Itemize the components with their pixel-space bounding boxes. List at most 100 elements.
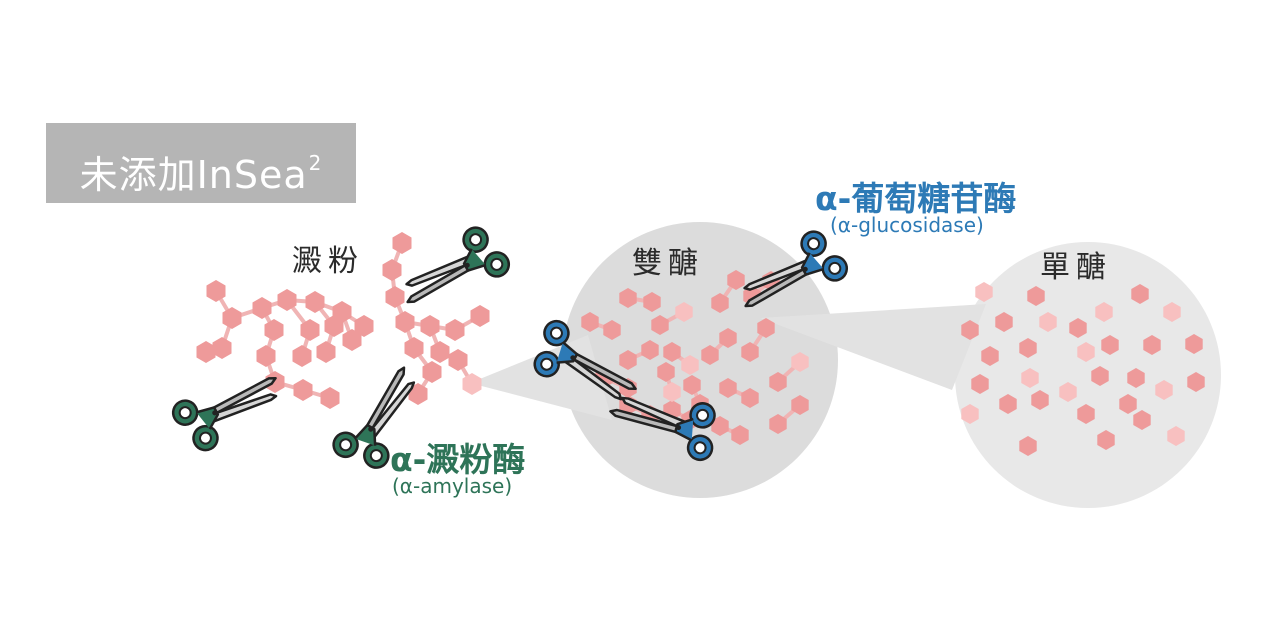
- handle-hole: [540, 357, 554, 371]
- disaccharide-hexagon-icon: [663, 342, 681, 362]
- monosaccharide-hexagon-icon: [1187, 372, 1205, 392]
- glucosidase-label: α-葡萄糖苷酶: [815, 179, 1017, 218]
- starch-hexagon-icon: [448, 349, 468, 371]
- disaccharide-hexagon-icon: [675, 302, 693, 322]
- disaccharide-hexagon-icon: [719, 378, 737, 398]
- monosaccharide-hexagon-icon: [1131, 284, 1149, 304]
- monosaccharide-hexagon-icon: [981, 346, 999, 366]
- monosaccharide-hexagon-icon: [1119, 394, 1137, 414]
- badge-superscript: 2: [308, 151, 323, 175]
- disaccharide-hexagon-icon: [701, 345, 719, 365]
- monosaccharide-hexagon-icon: [1155, 380, 1173, 400]
- disaccharide-hexagon-icon: [663, 382, 681, 402]
- starch-hexagon-icon: [293, 379, 313, 401]
- handle-hole: [339, 438, 353, 452]
- disaccharide-hexagon-icon: [681, 355, 699, 375]
- scissors-icon: [171, 376, 278, 452]
- disaccharide-hexagon-icon: [741, 342, 759, 362]
- monosaccharide-hexagon-icon: [1101, 335, 1119, 355]
- monosaccharide-hexagon-icon: [1039, 312, 1057, 332]
- starch-hexagon-icon: [196, 341, 216, 363]
- disaccharide-hexagon-icon: [619, 288, 637, 308]
- pivot-screw-icon: [212, 410, 218, 416]
- starch-hexagon-icon: [354, 315, 374, 337]
- disaccharide-hexagon-icon: [657, 362, 675, 382]
- disaccharide-hexagon-icon: [641, 340, 659, 360]
- handle-hole: [693, 441, 707, 455]
- disaccharide-hexagon-icon: [643, 292, 661, 312]
- scissors-icon: [332, 366, 416, 469]
- starch-hexagon-icon: [408, 383, 428, 405]
- starch-hexagon-icon: [470, 305, 490, 327]
- monosaccharide-hexagon-icon: [1059, 382, 1077, 402]
- starch-hexagon-icon: [256, 345, 276, 367]
- pivot-screw-icon: [368, 426, 374, 432]
- monosaccharide-hexagon-icon: [995, 312, 1013, 332]
- badge-text: 未添加InSea: [79, 153, 308, 197]
- handle-hole: [828, 261, 842, 275]
- monosaccharide-hexagon-icon: [1163, 302, 1181, 322]
- monosaccharide-hexagon-icon: [1167, 426, 1185, 446]
- starch-hexagon-icon: [445, 319, 465, 341]
- starch-label: 澱粉: [292, 244, 364, 279]
- monosaccharide-hexagon-icon: [1069, 318, 1087, 338]
- starch-hexagon-icon: [206, 280, 226, 302]
- pivot-screw-icon: [570, 355, 576, 361]
- starch-hexagon-icon: [316, 341, 336, 363]
- handle-hole: [198, 431, 212, 445]
- disaccharide-callout-wedge: [760, 304, 986, 390]
- disaccharide-hexagon-icon: [769, 414, 787, 434]
- pivot-screw-icon: [676, 425, 682, 431]
- amylase-english-label: (α-amylase): [392, 474, 513, 498]
- handle-hole: [490, 257, 504, 271]
- starch-hexagon-icon: [324, 315, 344, 337]
- starch-hexagon-icon: [277, 289, 297, 311]
- pivot-screw-icon: [802, 266, 808, 272]
- handle-hole: [178, 406, 192, 420]
- disaccharide-hexagon-icon: [727, 270, 745, 290]
- monosaccharide-hexagon-icon: [961, 404, 979, 424]
- scissors-icon: [533, 319, 637, 401]
- monosaccharide-hexagon-icon: [1143, 335, 1161, 355]
- starch-hexagon-icon: [292, 345, 312, 367]
- scissors-icon: [405, 226, 511, 304]
- starch-hexagon-icon: [265, 371, 285, 393]
- monosaccharide-hexagon-icon: [1021, 368, 1039, 388]
- starch-hexagon-icon: [382, 259, 402, 281]
- disaccharide-hexagon-icon: [711, 416, 729, 436]
- starch-hexagon-icon: [462, 373, 482, 395]
- starch-hexagon-icon: [212, 337, 232, 359]
- starch-hexagon-icon: [264, 319, 284, 341]
- starch-hexagon-icon: [422, 361, 442, 383]
- starch-hexagon-icon: [252, 297, 272, 319]
- disaccharide-hexagon-icon: [791, 395, 809, 415]
- monosaccharide-hexagon-icon: [1095, 302, 1113, 322]
- condition-badge: 未添加InSea2: [46, 123, 356, 203]
- disaccharide-hexagon-icon: [791, 352, 809, 372]
- starch-hexagon-icon: [404, 337, 424, 359]
- starch-chain-link: [403, 320, 434, 396]
- monosaccharide-hexagon-icon: [1127, 368, 1145, 388]
- disaccharide-hexagon-icon: [603, 320, 621, 340]
- starch-hexagon-icon: [392, 232, 412, 254]
- disaccharide-hexagon-icon: [581, 312, 599, 332]
- scissors-icon: [609, 396, 716, 462]
- handle-hole: [696, 408, 710, 422]
- disaccharide-hexagon-icon: [769, 372, 787, 392]
- monosaccharide-hexagon-icon: [961, 320, 979, 340]
- monosaccharide-hexagon-icon: [1077, 404, 1095, 424]
- disaccharide-hexagon-icon: [683, 375, 701, 395]
- glucosidase-english-label: (α-glucosidase): [830, 213, 984, 237]
- starch-hexagon-icon: [385, 286, 405, 308]
- monosaccharide-hexagon-icon: [1133, 410, 1151, 430]
- amylase-label: α-澱粉酶: [390, 440, 526, 479]
- starch-hexagon-icon: [300, 319, 320, 341]
- handle-hole: [807, 237, 821, 251]
- starch-hexagon-icon: [222, 307, 242, 329]
- monosaccharide-hexagon-icon: [1019, 436, 1037, 456]
- disaccharide-hexagon-icon: [757, 318, 775, 338]
- monosaccharide-label: 單醣: [1040, 250, 1112, 285]
- scissors-icon: [743, 230, 849, 308]
